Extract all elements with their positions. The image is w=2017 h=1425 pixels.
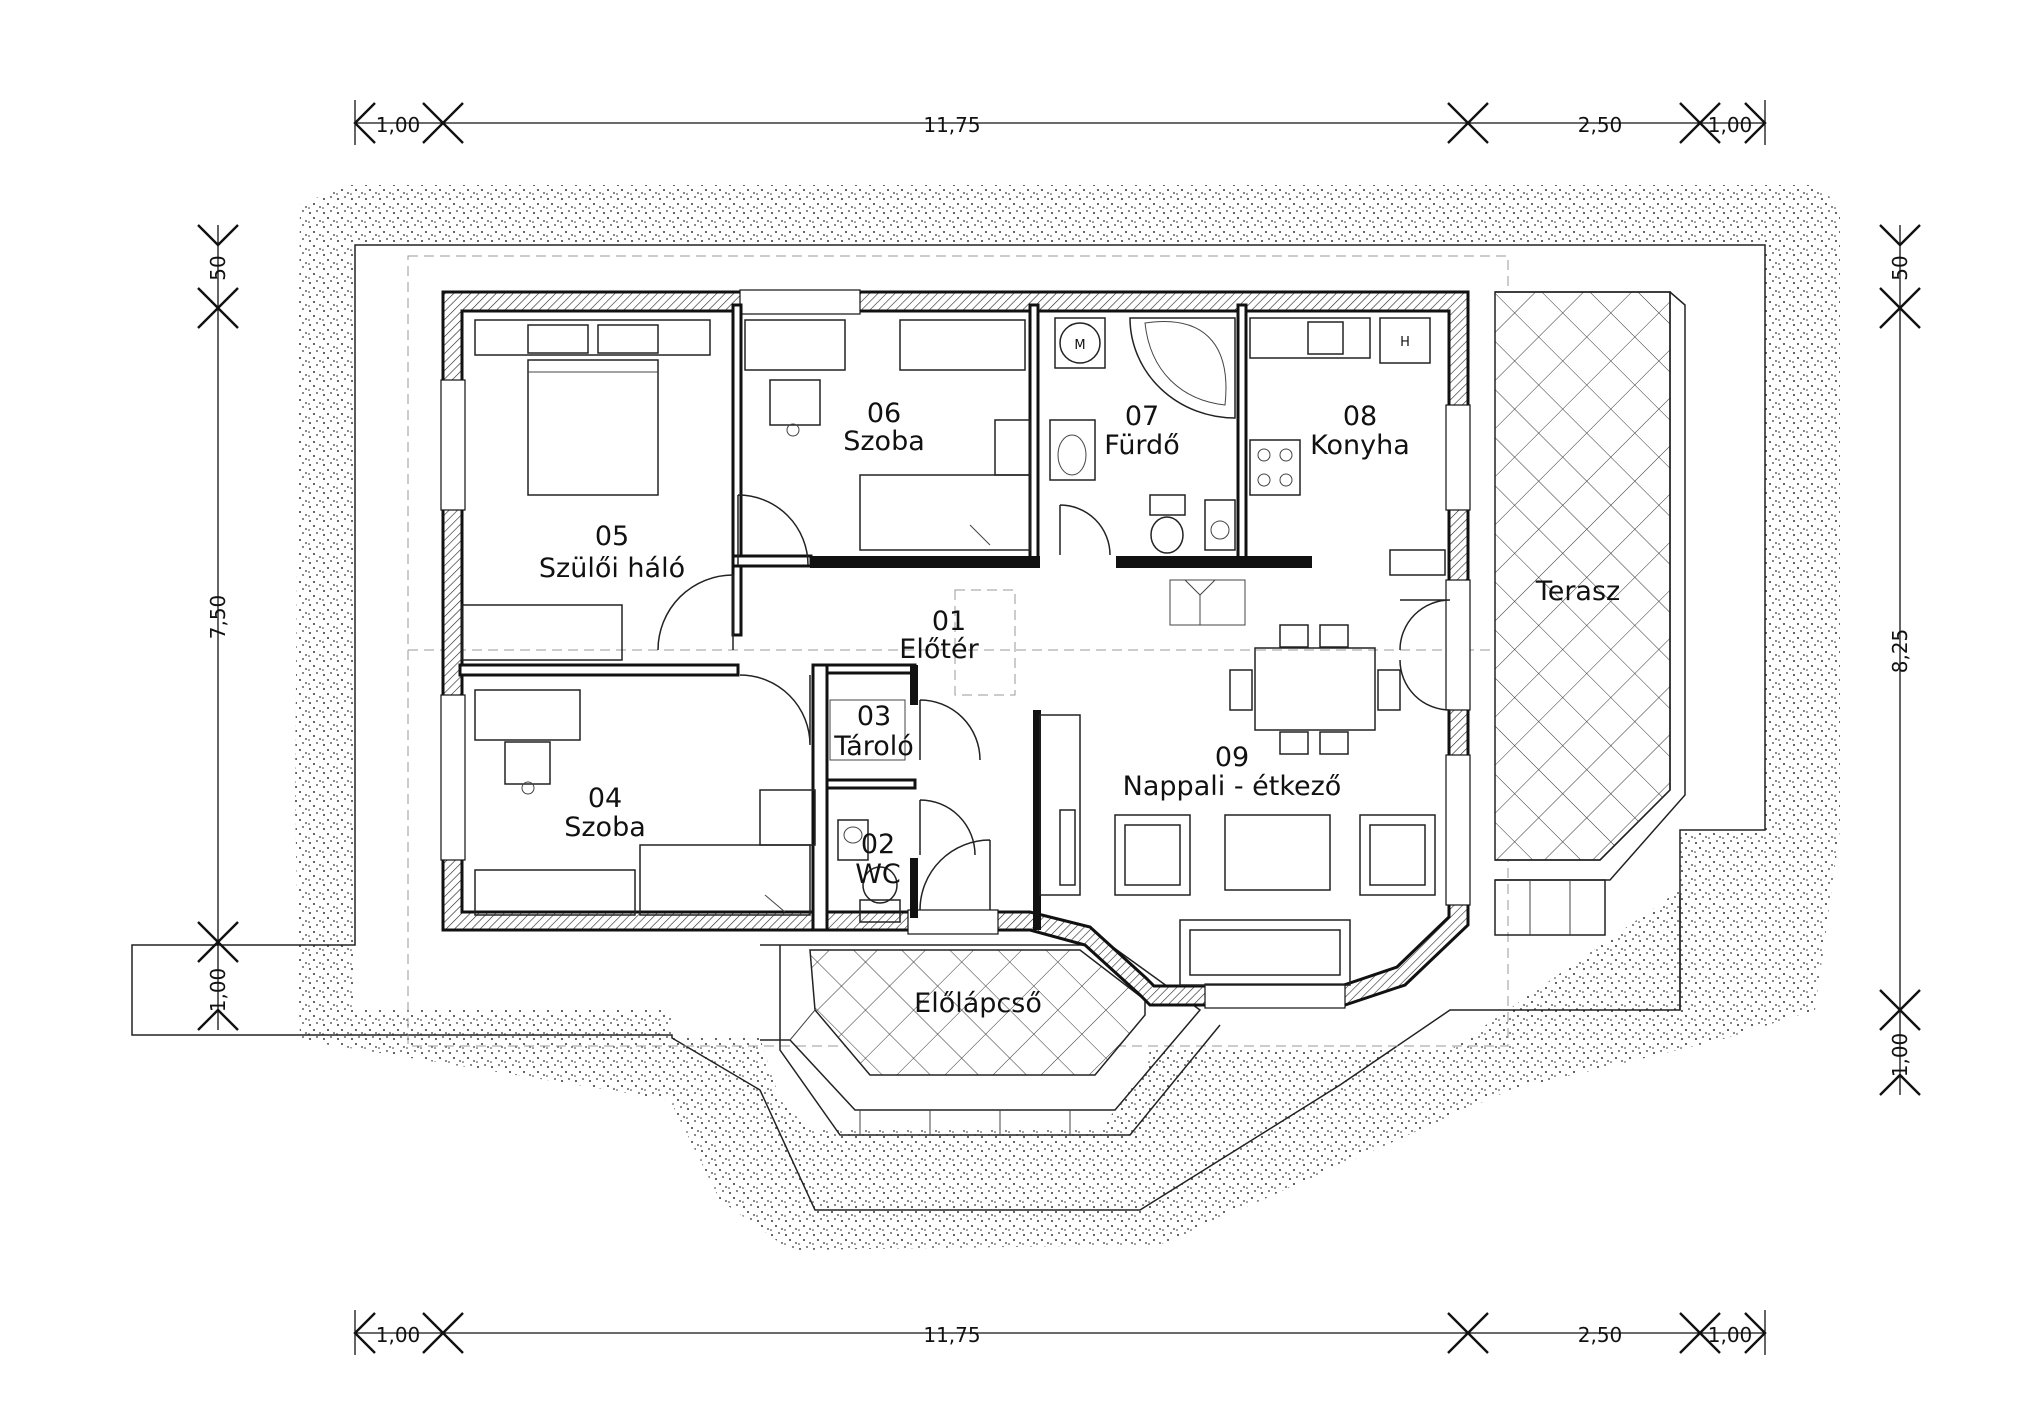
doors <box>657 494 1451 911</box>
room-09-label: 09 Nappali - étkező <box>1123 742 1342 802</box>
dim-top-3: 2,50 <box>1578 113 1623 137</box>
dim-bottom-3: 2,50 <box>1578 1323 1623 1347</box>
room-number: 04 <box>588 783 622 814</box>
room-name: Tároló <box>833 731 914 762</box>
room-name: WC <box>855 859 901 890</box>
dim-top-1: 1,00 <box>376 113 421 137</box>
dim-right-1: 50 <box>1888 255 1912 280</box>
room-06-label: 06 Szoba <box>843 398 925 457</box>
dim-top-4: 1,00 <box>1708 113 1753 137</box>
room-01-label: 01 Előtér <box>899 606 979 665</box>
terrace <box>1494 291 1686 936</box>
room-name: Szoba <box>564 812 646 843</box>
dimension-bottom: 1,00 11,75 2,50 1,00 <box>353 1310 1767 1355</box>
dim-left-1: 50 <box>206 255 230 280</box>
room-name: Konyha <box>1310 430 1410 461</box>
room-number: 07 <box>1125 401 1159 432</box>
room-number: 03 <box>857 701 891 732</box>
room-labels: 05 Szülői háló 06 Szoba 07 Fürdő 08 Kony… <box>539 398 1620 1019</box>
room-name: Fürdő <box>1104 430 1179 461</box>
room-number: 08 <box>1343 401 1377 432</box>
dimension-right: 50 8,25 1,00 <box>1879 224 1921 1096</box>
dimension-top: 1,00 11,75 2,50 1,00 <box>353 100 1767 145</box>
room-number: 02 <box>861 829 895 860</box>
room-04-label: 04 Szoba <box>564 783 646 843</box>
room-name: Előtér <box>899 634 979 665</box>
room-name: Szoba <box>843 426 925 457</box>
washing-machine-mark: M <box>1074 338 1085 353</box>
dim-bottom-2: 11,75 <box>923 1323 980 1347</box>
dimension-left: 50 7,50 1,00 <box>197 224 239 1031</box>
dim-right-3: 1,00 <box>1888 1033 1912 1078</box>
dim-top-2: 11,75 <box>923 113 980 137</box>
room-number: 09 <box>1215 742 1249 773</box>
front-steps <box>760 944 1221 1136</box>
room-07-label: 07 Fürdő <box>1104 401 1179 461</box>
room-number: 01 <box>932 606 966 637</box>
dim-bottom-1: 1,00 <box>376 1323 421 1347</box>
fridge-mark: H <box>1400 335 1410 350</box>
dim-bottom-4: 1,00 <box>1708 1323 1753 1347</box>
room-08-label: 08 Konyha <box>1310 401 1410 461</box>
room-05-label: 05 Szülői háló <box>539 521 685 584</box>
outer-walls <box>440 289 1471 1009</box>
room-02-label: 02 WC <box>855 829 901 890</box>
plot-outline <box>131 244 1766 1211</box>
room-number: 06 <box>867 398 901 429</box>
room-name: Szülői háló <box>539 553 685 584</box>
inner-walls <box>458 303 1312 932</box>
room-number: 05 <box>595 521 629 552</box>
dim-right-2: 8,25 <box>1888 629 1912 674</box>
dim-left-3: 1,00 <box>206 968 230 1013</box>
front-steps-label: Előlápcső <box>914 988 1042 1019</box>
room-03-label: 03 Tároló <box>833 701 914 762</box>
room-name: Nappali - étkező <box>1123 771 1342 802</box>
terrace-label: Terasz <box>1535 576 1620 607</box>
furniture <box>461 317 1446 986</box>
dim-left-2: 7,50 <box>206 595 230 640</box>
